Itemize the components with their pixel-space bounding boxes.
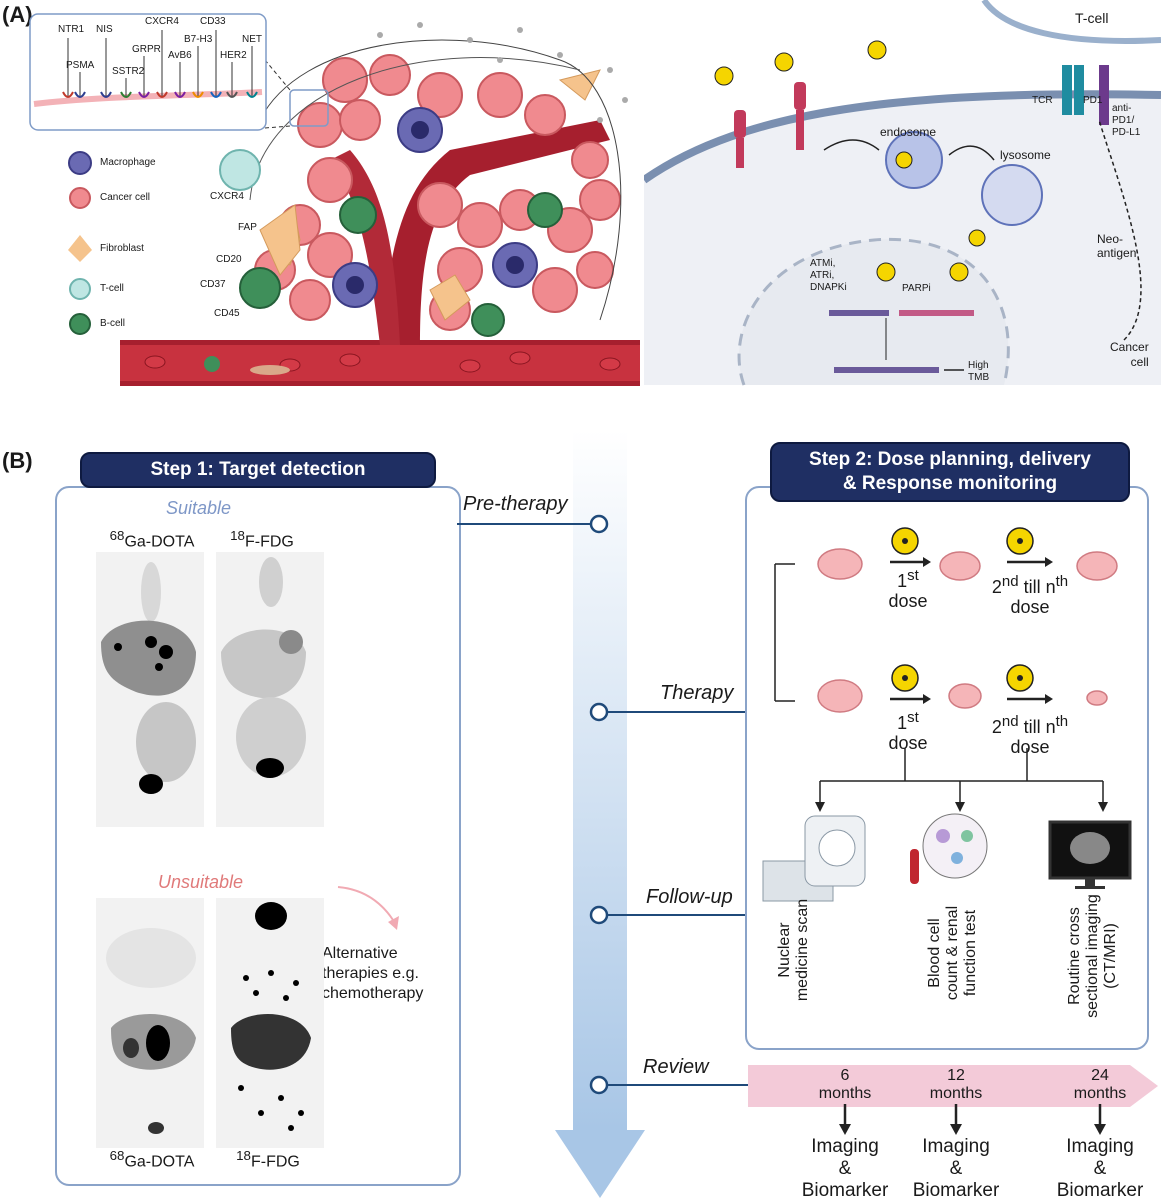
unsuitable-ga-dota-label: 68Ga-DOTA [109, 1148, 195, 1171]
mech-lysosome: lysosome [1000, 148, 1051, 162]
radioligand-mechanism-illustration [644, 0, 1161, 386]
legend-cancer-cell: Cancer cell [100, 192, 151, 203]
timeline-arrow [555, 430, 645, 1198]
tumor-microenvironment-illustration [29, 13, 640, 386]
step2-box [745, 486, 1149, 1050]
receptor-cxcr4: CXCR4 [145, 16, 179, 27]
legend-t-cell: T-cell [100, 283, 124, 294]
receptor-net: NET [242, 34, 262, 45]
receptor-sstr2: SSTR2 [112, 66, 145, 77]
followup-cross-sectional-imaging: Routine cross sectional imaging (CT/MRI) [1066, 894, 1119, 1018]
receptor-avb6: AvB6 [168, 50, 192, 61]
receptor-stalks [62, 30, 258, 98]
receptor-ntr1: NTR1 [58, 24, 85, 35]
mech-endosome: endosome [880, 125, 937, 139]
legend-b-cell: B-cell [100, 318, 126, 329]
suitable-ga-dota-label: 68Ga-DOTA [109, 528, 195, 551]
mech-anti-pd1: anti- PD1/ PD-L1 [1112, 103, 1141, 138]
suitable-fdg-label: 18F-FDG [230, 528, 294, 551]
receptor-cd33: CD33 [200, 16, 226, 27]
mech-inhibitors: ATMi, ATRi, DNAPKi [810, 258, 847, 293]
suitable-label: Suitable [166, 498, 232, 518]
unsuitable-fdg-label: 18F-FDG [236, 1148, 300, 1171]
unsuitable-pet-scans [96, 898, 324, 1148]
mech-tcr: TCR [1032, 95, 1053, 106]
step2-title: Step 2: Dose planning, delivery & Respon… [770, 442, 1130, 502]
mech-high-tmb: High TMB [968, 360, 990, 383]
receptor-psma: PSMA [66, 60, 95, 71]
receptor-her2: HER2 [220, 50, 247, 61]
panel-b-label: (B) [2, 448, 33, 473]
alternative-arrow [337, 886, 399, 930]
phase-review: Review [643, 1056, 709, 1078]
review-outcome-24: Imaging & Biomarker [1056, 1136, 1144, 1201]
receptor-nis: NIS [96, 24, 113, 35]
panel-a-label: (A) [2, 2, 33, 27]
phase-pre-therapy: Pre-therapy [463, 493, 568, 515]
mech-t-cell: T-cell [1075, 10, 1109, 26]
review-arrows [839, 1104, 1106, 1135]
legend-fibroblast: Fibroblast [100, 243, 144, 254]
dose-schematic [762, 527, 1132, 902]
review-outcome-12: Imaging & Biomarker [912, 1136, 1000, 1201]
marker-cd45: CD45 [214, 308, 240, 319]
mech-neo-antigen: Neo- antigen [1097, 232, 1137, 260]
marker-cxcr4: CXCR4 [210, 191, 244, 202]
followup-nuclear-scan: Nuclear medicine scan [776, 898, 811, 1002]
phase-follow-up: Follow-up [646, 886, 733, 908]
step1-title: Step 1: Target detection [80, 452, 436, 488]
mech-pd1: PD1 [1083, 95, 1103, 106]
marker-cd20: CD20 [216, 254, 242, 265]
review-band [748, 1065, 1158, 1107]
marker-fap: FAP [238, 222, 257, 233]
mech-cancer-cell: Cancer cell [1110, 340, 1149, 369]
legend-macrophage: Macrophage [100, 157, 156, 168]
phase-therapy: Therapy [660, 682, 734, 704]
suitable-pet-scans [96, 552, 324, 827]
mech-parpi: PARPi [902, 283, 931, 294]
marker-cd37: CD37 [200, 279, 226, 290]
receptor-b7h3: B7-H3 [184, 34, 213, 45]
receptor-grpr: GRPR [132, 44, 161, 55]
followup-blood-test: Blood cell count & renal function test [926, 905, 979, 1001]
review-outcome-6: Imaging & Biomarker [801, 1136, 889, 1201]
alternative-therapies: Alternative therapies e.g. chemotherapy [322, 945, 424, 1002]
unsuitable-label: Unsuitable [158, 872, 244, 892]
